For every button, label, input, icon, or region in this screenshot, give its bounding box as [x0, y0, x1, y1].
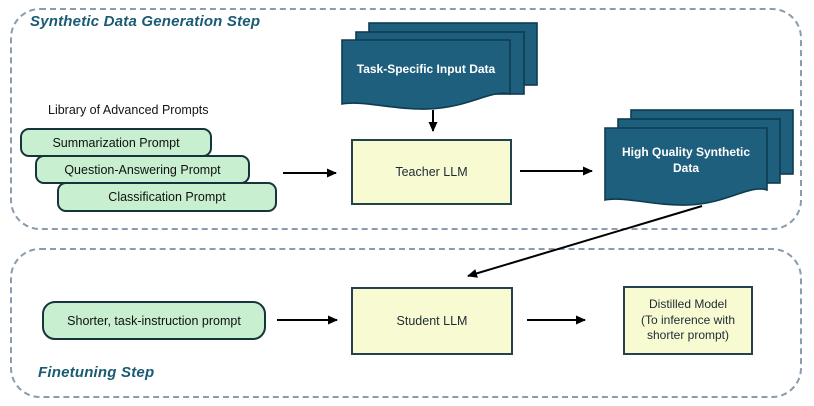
student-llm-node: Student LLM	[351, 287, 513, 355]
summarization-prompt-node: Summarization Prompt	[20, 128, 212, 157]
distilled-model-label-line2: (To inference with	[640, 312, 736, 327]
distilled-model-label-line1: Distilled Model	[648, 297, 728, 312]
question-answering-prompt-label: Question-Answering Prompt	[64, 162, 221, 177]
teacher-llm-label: Teacher LLM	[395, 165, 468, 179]
prompt-library-label: Library of Advanced Prompts	[48, 103, 209, 117]
classification-prompt-label: Classification Prompt	[108, 190, 226, 204]
teacher-llm-node: Teacher LLM	[351, 139, 512, 205]
classification-prompt-node: Classification Prompt	[57, 182, 277, 212]
generation-section-title: Synthetic Data Generation Step	[30, 13, 261, 30]
distilled-model-label-line3: shorter prompt)	[646, 328, 730, 343]
finetuning-section	[10, 248, 802, 398]
question-answering-prompt-node: Question-Answering Prompt	[35, 155, 250, 184]
synthetic-data-generation-section	[10, 8, 802, 230]
shorter-task-instruction-prompt-node: Shorter, task-instruction prompt	[42, 301, 266, 340]
summarization-prompt-label: Summarization Prompt	[52, 135, 180, 150]
student-llm-label: Student LLM	[396, 314, 468, 328]
shorter-task-instruction-prompt-label: Shorter, task-instruction prompt	[67, 313, 241, 328]
finetuning-section-title: Finetuning Step	[38, 364, 155, 381]
distilled-model-node: Distilled Model (To inference with short…	[623, 286, 753, 355]
